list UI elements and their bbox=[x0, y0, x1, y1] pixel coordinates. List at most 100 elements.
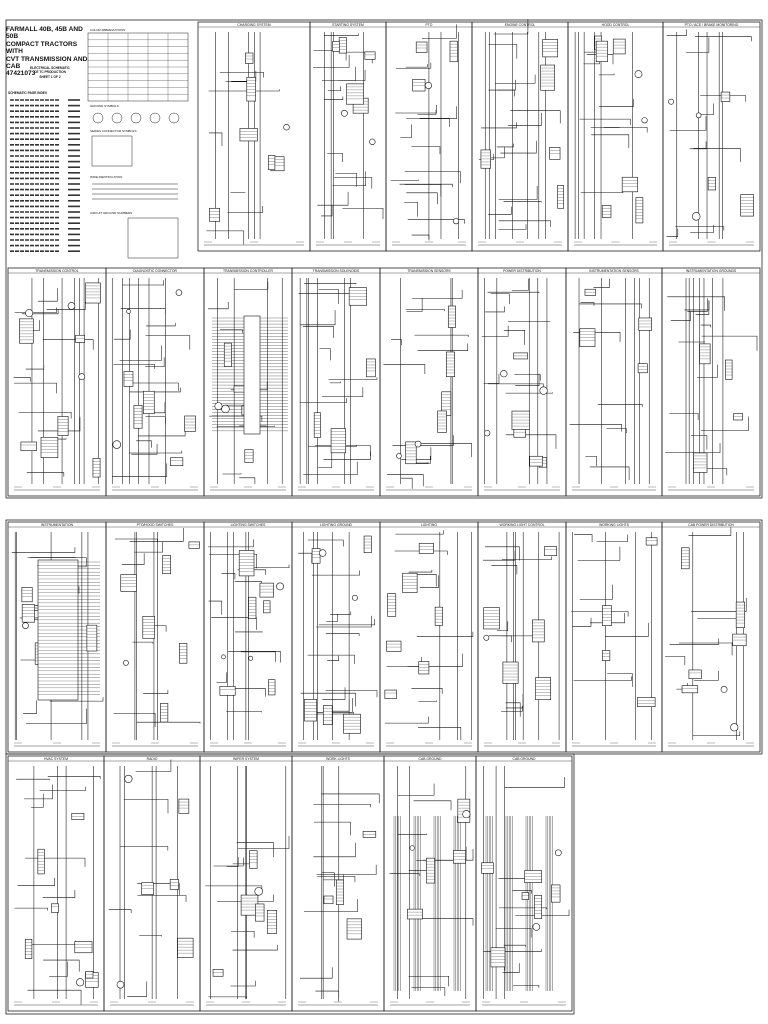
branch-wire bbox=[504, 776, 565, 788]
connector-block bbox=[322, 705, 333, 725]
component-symbol bbox=[634, 70, 643, 79]
component-symbol bbox=[25, 309, 34, 318]
diagram-border-bottom bbox=[5, 753, 575, 1015]
branch-wire bbox=[209, 415, 263, 422]
branch-wire bbox=[665, 656, 686, 666]
section-title: POWER DISTRIBUTION bbox=[503, 269, 541, 273]
component-symbol bbox=[409, 845, 415, 851]
branch-wire bbox=[323, 96, 344, 100]
branch-wire bbox=[404, 171, 461, 184]
branch-wire bbox=[330, 611, 352, 615]
connector-block bbox=[534, 894, 542, 919]
branch-wire bbox=[208, 600, 223, 615]
branch-wire bbox=[406, 192, 438, 205]
section-frame bbox=[567, 21, 664, 252]
branch-wire bbox=[46, 302, 86, 310]
branch-wire bbox=[213, 857, 244, 867]
branch-wire bbox=[593, 278, 610, 288]
branch-wire bbox=[589, 612, 625, 624]
branch-wire bbox=[414, 334, 469, 337]
branch-wire bbox=[226, 857, 239, 867]
branch-wire bbox=[407, 219, 465, 224]
section-title: HVAC SYSTEM bbox=[44, 757, 68, 761]
branch-wire bbox=[307, 539, 344, 547]
branch-wire bbox=[143, 689, 169, 694]
component-symbol bbox=[254, 887, 263, 896]
branch-wire bbox=[317, 876, 356, 883]
branch-wire bbox=[131, 443, 158, 455]
component-symbol bbox=[369, 138, 376, 145]
document-subtitle: ELECTRICAL SCHEMATIC CE TC PRODUCTION SH… bbox=[10, 66, 90, 79]
connector-block bbox=[177, 937, 194, 958]
branch-wire bbox=[323, 451, 371, 460]
connector-block bbox=[437, 410, 447, 433]
branch-wire bbox=[692, 731, 741, 737]
component-symbol bbox=[221, 404, 230, 414]
title-line: 47421073 bbox=[6, 70, 36, 78]
branch-wire bbox=[208, 89, 280, 92]
branch-wire bbox=[579, 303, 642, 309]
branch-wire bbox=[700, 324, 712, 328]
component-symbol bbox=[123, 660, 129, 666]
connector-block bbox=[483, 607, 500, 630]
connector-block bbox=[445, 351, 455, 377]
branch-wire bbox=[481, 122, 517, 129]
branch-wire bbox=[489, 147, 505, 159]
branch-wire bbox=[121, 553, 145, 565]
branch-wire bbox=[14, 382, 57, 394]
connector-block bbox=[346, 83, 364, 105]
connector-block bbox=[323, 895, 334, 905]
component-symbol bbox=[453, 218, 460, 225]
subtitle-line: SHEET 1 OF 2 bbox=[39, 74, 61, 79]
diagram-border-middle bbox=[5, 519, 763, 755]
branch-wire bbox=[597, 404, 643, 407]
branch-wire bbox=[136, 721, 201, 724]
branch-wire bbox=[678, 642, 733, 656]
branch-wire bbox=[418, 727, 462, 741]
branch-wire bbox=[27, 989, 82, 1005]
connector-block bbox=[74, 941, 93, 954]
branch-wire bbox=[318, 619, 375, 626]
branch-wire bbox=[605, 622, 649, 637]
connector-block bbox=[557, 185, 564, 209]
branch-wire bbox=[299, 967, 333, 979]
branch-wire bbox=[411, 234, 430, 241]
branch-wire bbox=[392, 435, 454, 446]
branch-wire bbox=[502, 963, 520, 973]
connector-block bbox=[725, 359, 733, 380]
connector-block bbox=[387, 593, 397, 617]
branch-wire bbox=[700, 95, 747, 102]
branch-wire bbox=[240, 651, 276, 662]
connector-block bbox=[249, 850, 258, 869]
branch-wire bbox=[413, 800, 452, 811]
component-symbol bbox=[67, 302, 76, 310]
branch-wire bbox=[498, 224, 527, 230]
section-title: ENGINE CONTROL bbox=[505, 23, 536, 27]
branch-wire bbox=[694, 36, 752, 42]
circuit-ground-table bbox=[127, 217, 179, 259]
branch-wire bbox=[586, 54, 614, 65]
section-frame bbox=[105, 267, 205, 497]
connector-block bbox=[418, 661, 430, 675]
branch-wire bbox=[209, 553, 257, 569]
branch-wire bbox=[493, 19, 529, 35]
section-title: INSTRUMENTATION bbox=[41, 523, 74, 527]
connector-block bbox=[178, 798, 190, 814]
section-title: TRANSMISSION SOLENOIDS bbox=[313, 269, 360, 273]
branch-wire bbox=[508, 112, 542, 126]
branch-wire bbox=[488, 44, 518, 59]
branch-wire bbox=[405, 64, 428, 68]
branch-wire bbox=[697, 364, 718, 378]
component-symbol bbox=[22, 622, 29, 629]
branch-wire bbox=[585, 455, 597, 467]
branch-wire bbox=[146, 323, 176, 327]
branch-wire bbox=[329, 381, 341, 384]
branch-wire bbox=[690, 224, 714, 233]
branch-wire bbox=[411, 688, 443, 694]
component-symbol bbox=[424, 81, 433, 90]
diagram-border-top bbox=[5, 19, 763, 499]
section-title: CAB GROUND bbox=[419, 757, 443, 761]
connector-block bbox=[453, 850, 466, 864]
connector-block bbox=[364, 51, 376, 60]
branch-wire bbox=[313, 842, 356, 858]
